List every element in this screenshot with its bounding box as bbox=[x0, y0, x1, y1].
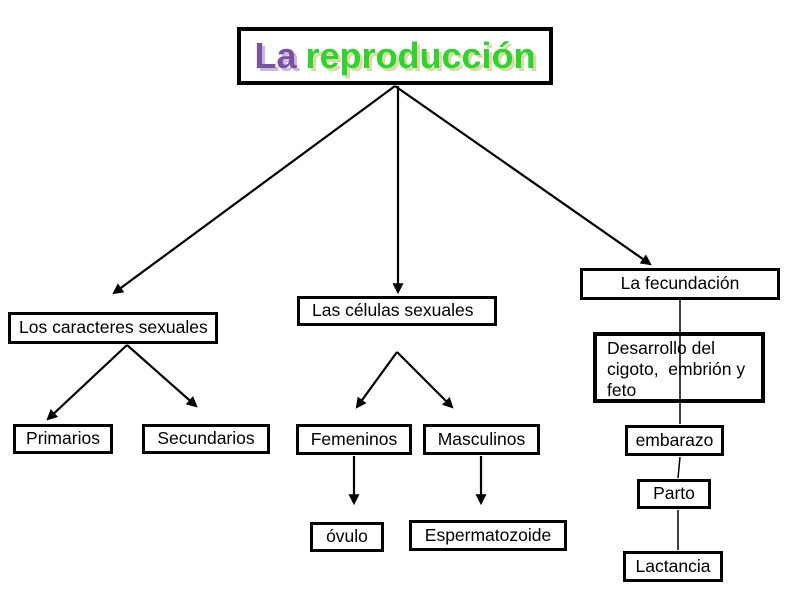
node-caracteres-sexuales: Los caracteres sexuales bbox=[8, 312, 218, 344]
title-word-reproduccion: reproducción bbox=[305, 35, 536, 77]
node-secundarios: Secundarios bbox=[142, 424, 270, 454]
arrow-celulas-to-femeninos bbox=[355, 351, 398, 409]
arrow-celulas-to-masculinos bbox=[396, 351, 454, 409]
title-word-la: La bbox=[254, 35, 297, 77]
node-desarrollo-cigoto: Desarrollo del cigoto, embrión y feto bbox=[593, 332, 765, 403]
arrow-title-to-fecundacion bbox=[394, 85, 652, 266]
node-lactancia: Lactancia bbox=[623, 551, 723, 582]
node-ovulo: óvulo bbox=[310, 522, 384, 552]
node-femeninos: Femeninos bbox=[296, 424, 412, 455]
node-parto: Parto bbox=[637, 479, 711, 509]
node-primarios: Primarios bbox=[13, 424, 113, 454]
node-celulas-sexuales: Las células sexuales bbox=[297, 296, 497, 326]
title-box: La reproducción bbox=[237, 27, 553, 85]
arrow-caracteres-to-primarios bbox=[46, 344, 128, 421]
node-masculinos: Masculinos bbox=[423, 424, 540, 455]
line-embarazo-to-parto bbox=[677, 456, 681, 479]
node-fecundacion: La fecundación bbox=[580, 268, 780, 300]
arrow-title-to-caracteres bbox=[112, 85, 396, 295]
arrow-caracteres-to-secundarios bbox=[126, 344, 198, 408]
node-embarazo: embarazo bbox=[625, 425, 724, 456]
node-espermatozoide: Espermatozoide bbox=[409, 520, 567, 551]
